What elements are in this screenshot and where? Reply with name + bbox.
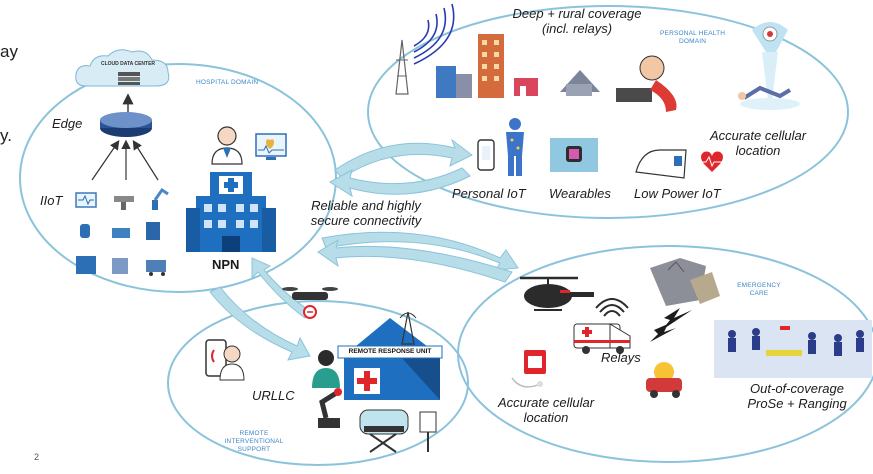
connectivity-arrows: [209, 138, 519, 361]
hospital-domain-label: HOSPITAL DOMAIN: [196, 79, 259, 86]
wifi-signal-icon: [595, 298, 629, 317]
emergency-location-line-2: location: [523, 410, 569, 425]
personal-health-domain-line-2: DOMAIN: [678, 38, 707, 45]
personal-iot-icon: [477, 118, 524, 176]
hospital-building-icon: [186, 172, 276, 252]
rescue-team-icons: [728, 326, 864, 356]
lightning-icon: [650, 308, 692, 342]
remote-response-unit-icon: [337, 318, 443, 400]
phone-doctor-icon: [205, 339, 245, 381]
rescue-scene-image: [714, 320, 872, 378]
urllc-label: URLLC: [252, 388, 295, 403]
personal-location-label: Accurate cellular location: [698, 128, 818, 158]
personal-health-domain-ellipse: [367, 5, 849, 219]
antenna-icon: [399, 311, 417, 345]
heart-monitor-icon: [255, 133, 287, 160]
emergency-domain-line-2: CARE: [749, 290, 769, 297]
ambulance-icon: [573, 323, 631, 354]
clipped-text-middle: y.: [0, 126, 12, 145]
emergency-care-domain-ellipse: [457, 245, 873, 463]
edge-server-icon: [100, 112, 152, 137]
clipped-text-top: ay: [0, 42, 18, 61]
low-power-iot-label: Low Power IoT: [634, 186, 721, 201]
medical-monitor-icon: [419, 411, 437, 452]
connectivity-line-2: secure connectivity: [310, 213, 422, 228]
emergency-location-label: Accurate cellular location: [486, 395, 606, 425]
iiot-device-icons: [75, 187, 169, 276]
connectivity-line-1: Reliable and highly: [311, 198, 421, 213]
cloud-data-center-label: CLOUD DATA CENTER: [100, 61, 156, 67]
out-of-coverage-line-2: ProSe + Ranging: [747, 396, 847, 411]
coverage-line-1: Deep + rural coverage: [512, 6, 642, 21]
falling-person-icon: [738, 22, 800, 110]
coverage-label: Deep + rural coverage (incl. relays): [502, 6, 652, 36]
collapsed-building-icon: [650, 258, 720, 306]
page-number: 2: [34, 452, 40, 462]
drone-icon: [282, 287, 338, 319]
emergency-domain-line-1: EMERGENCY: [737, 282, 781, 289]
remote-support-domain-ellipse: [167, 300, 469, 466]
personal-location-line-1: Accurate cellular: [709, 128, 807, 143]
doctor-icon: [211, 126, 243, 165]
low-power-iot-icon: [635, 149, 723, 179]
personal-iot-label: Personal IoT: [452, 186, 526, 201]
hospital-domain-ellipse: [19, 63, 337, 293]
helicopter-icon: [520, 276, 594, 311]
coverage-line-2: (incl. relays): [541, 21, 613, 36]
patient-with-headset-icon: [616, 55, 677, 112]
signal-waves-icon: [413, 3, 455, 65]
robot-arm-icon: [318, 388, 342, 428]
cloud-icon: [75, 49, 170, 87]
remote-domain-line-3: SUPPORT: [237, 446, 271, 453]
personal-location-line-2: location: [735, 143, 781, 158]
remote-domain-line-2: INTERVENTIONAL: [224, 438, 284, 445]
car-crash-icon: [646, 362, 682, 398]
signal-tower-icon: [395, 39, 409, 95]
wearable-watch-icon: [550, 138, 598, 172]
personal-health-domain-label: PERSONAL HEALTH DOMAIN: [660, 30, 725, 46]
iiot-arrow-right: [132, 139, 159, 181]
remote-domain-line-1: REMOTE: [239, 430, 269, 437]
emergency-domain-label: EMERGENCY CARE: [736, 282, 782, 298]
personal-health-domain-line-1: PERSONAL HEALTH: [660, 30, 726, 37]
out-of-coverage-line-1: Out-of-coverage: [750, 381, 844, 396]
emergency-tag-icon: [511, 350, 546, 388]
connectivity-label: Reliable and highly secure connectivity: [286, 198, 446, 228]
relays-label: Relays: [601, 350, 641, 365]
emergency-location-line-1: Accurate cellular: [497, 395, 595, 410]
city-buildings-icon: [436, 34, 600, 98]
remote-response-unit-label: REMOTE RESPONSE UNIT: [348, 348, 432, 355]
surgeon-icon: [312, 350, 340, 388]
medical-bed-icon: [359, 409, 409, 453]
remote-domain-label: REMOTE INTERVENTIONAL SUPPORT: [214, 430, 294, 454]
npn-label: NPN: [212, 257, 240, 272]
iiot-arrow-left: [91, 140, 120, 181]
iiot-label: IIoT: [40, 193, 63, 208]
wearables-label: Wearables: [549, 186, 611, 201]
out-of-coverage-label: Out-of-coverage ProSe + Ranging: [735, 381, 859, 411]
edge-label: Edge: [52, 116, 83, 131]
